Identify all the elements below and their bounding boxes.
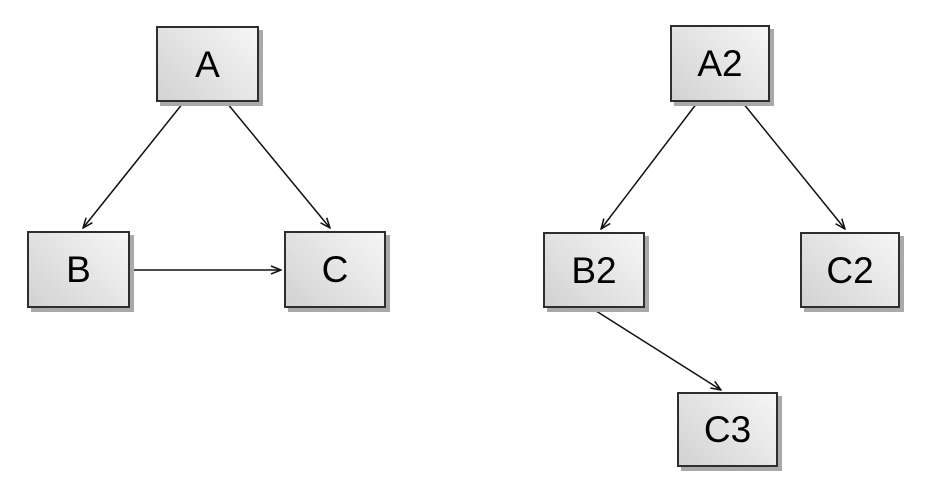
edge-B2-C3: [592, 308, 721, 390]
node-C2: C2: [800, 232, 900, 308]
edge-A2-B2: [601, 102, 698, 229]
edge-A-C: [226, 102, 330, 228]
node-label: C: [321, 249, 349, 290]
node-label: C3: [703, 409, 752, 450]
node-A: A: [156, 26, 259, 102]
edge-A-B: [83, 102, 184, 228]
node-label: C2: [826, 249, 874, 291]
node-B: B: [27, 231, 130, 308]
node-C: C: [284, 231, 386, 308]
node-label: A: [195, 43, 220, 85]
node-C3: C3: [677, 392, 778, 467]
node-label: A2: [697, 43, 743, 84]
node-B2: B2: [543, 232, 645, 308]
node-label: B2: [571, 249, 617, 291]
node-label: B: [66, 249, 91, 290]
edge-A2-C2: [742, 102, 845, 229]
node-A2: A2: [670, 25, 770, 102]
